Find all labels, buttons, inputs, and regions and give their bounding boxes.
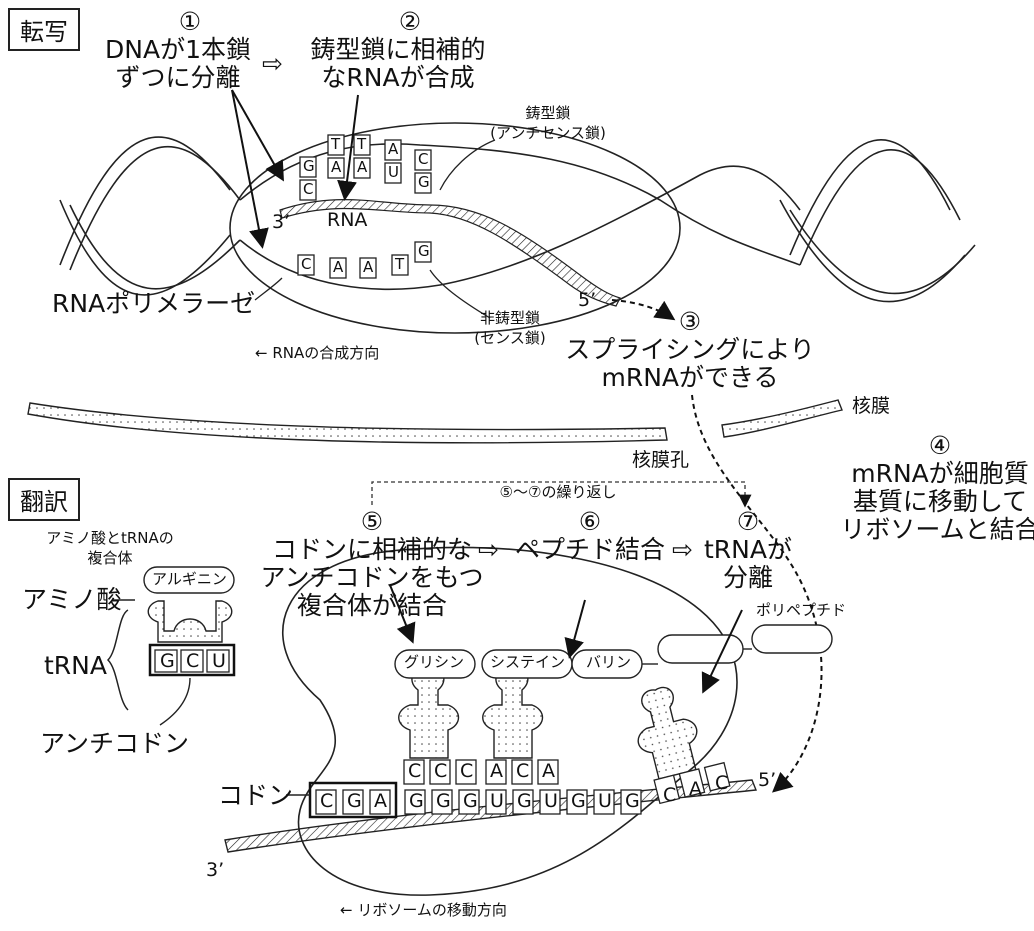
mrna-3prime-end: 3’ [206,860,224,882]
nuclear-membrane-label: 核膜 [852,396,890,418]
step4-number: ④ [929,432,951,461]
step2-line2: なRNAが合成 [321,64,474,93]
step5-line2: アンチコドンをもつ [260,564,483,593]
step5-line1: コドンに相補的な [272,536,472,565]
step7-line1: tRNAが [704,536,792,565]
mrna-codon-base: U [598,791,612,813]
template-base: C [418,151,428,168]
nontemplate-strand-sublabel: (センス鎖) [474,330,545,347]
step6-number: ⑥ [579,508,601,537]
complex-title-line2: 複合体 [87,550,132,567]
anticodon-label: アンチコドン [40,730,189,759]
legend-trna [108,567,310,795]
template-base: A [388,141,398,158]
step5-line3: 複合体が結合 [297,592,447,621]
released-anticodon-base: A [689,779,702,801]
rna-base: A [331,159,341,176]
dna-helix [60,137,975,302]
template-base: T [331,136,340,153]
rna-5prime-end: 5’ [578,290,596,312]
arrow-to-splicing [612,300,672,318]
mrna-codon-base: U [544,791,558,813]
rna-label: RNA [327,210,367,232]
step3-line2: mRNAができる [601,364,778,393]
mrna-codon-base: C [320,791,333,813]
rna-polymerase-label: RNAポリメラーゼ [52,290,255,319]
valine-label: バリン [586,654,631,671]
mrna-codon-base: A [374,791,387,813]
arginine-label: アルギニン [152,571,227,588]
step5-number: ⑤ [361,508,383,537]
translation-section-label: 翻訳 [8,478,80,521]
coding-base: C [301,256,311,273]
rna-synthesis-direction: ← RNAの合成方向 [255,345,379,362]
step2-line1: 鋳型鎖に相補的 [310,36,485,65]
step2-number: ② [399,8,421,37]
repeat-label: ⑤〜⑦の繰り返し [500,484,617,501]
released-anticodon-base: C [715,773,728,795]
step7-line2: 分離 [723,564,773,593]
codon-label: コドン [218,782,293,811]
nuclear-membrane-left [28,403,667,443]
released-anticodon-base: C [663,785,676,807]
mrna-codon-base: G [463,791,478,813]
step6-line1: ペプチド結合 [515,536,665,565]
step5-to-step6-arrow: ⇨ [478,536,499,565]
step1-line1: DNAが1本鎖 [105,36,251,65]
ribosome-anticodon-base: C [434,761,447,783]
step4-line2: 基質に移動して [853,488,1027,517]
template-strand-sublabel: (アンチセンス鎖) [490,125,606,142]
glycine-label: グリシン [404,654,464,671]
mrna-codon-base: G [436,791,451,813]
step3-line1: スプライシングにより [565,336,815,365]
mrna-codon-base: G [347,791,362,813]
ribosome-anticodon-base: A [542,761,555,783]
amino-acid-label: アミノ酸 [22,586,122,615]
legend-anticodon-base: C [186,651,199,673]
nuclear-pore-label: 核膜孔 [632,450,689,472]
rna-base: C [303,181,313,198]
rna-base: A [357,159,367,176]
complex-title-line1: アミノ酸とtRNAの [46,530,174,547]
ribosome-anticodon-base: C [408,761,421,783]
mrna-codon-base: U [490,791,504,813]
trna-label: tRNA [44,652,107,681]
rna-base: U [388,164,399,181]
mrna-codon-base: G [625,791,640,813]
ribosome-anticodon-base: C [516,761,529,783]
step3-number: ③ [679,308,701,337]
coding-base: T [395,256,404,273]
legend-anticodon-base: G [160,651,175,673]
coding-base: A [333,259,343,276]
template-base: T [357,136,366,153]
ribosome-anticodon-base: C [460,761,473,783]
step6-to-step7-arrow: ⇨ [672,536,693,565]
coding-base: G [418,243,430,260]
step1-number: ① [179,8,201,37]
step4-line3: リボソームと結合 [840,516,1034,545]
step4-line1: mRNAが細胞質 [851,460,1029,489]
mrna-codon-base: G [571,791,586,813]
nontemplate-strand-label: 非鋳型鎖 [480,310,540,327]
mrna-5prime-end: 5’ [758,770,776,792]
rna-3prime-end: 3’ [272,212,290,234]
mrna-codon-base: G [517,791,532,813]
cysteine-label: システイン [490,654,565,671]
ribosome-anticodon-base: A [490,761,503,783]
coding-base: A [363,259,373,276]
step1-to-step2-arrow: ⇨ [262,50,283,79]
transcription-section-label: 転写 [8,8,80,51]
rna-base: G [418,174,430,191]
template-base: G [303,158,315,175]
polypeptide-label: ポリペプチド [756,602,846,619]
legend-anticodon-base: U [212,651,226,673]
ribosome-direction: ← リボソームの移動方向 [340,902,507,919]
template-strand-label: 鋳型鎖 [525,105,570,122]
step1-line2: ずつに分離 [115,64,240,93]
nuclear-membrane-right [722,400,842,437]
step7-number: ⑦ [737,508,759,537]
mrna-codon-base: G [409,791,424,813]
